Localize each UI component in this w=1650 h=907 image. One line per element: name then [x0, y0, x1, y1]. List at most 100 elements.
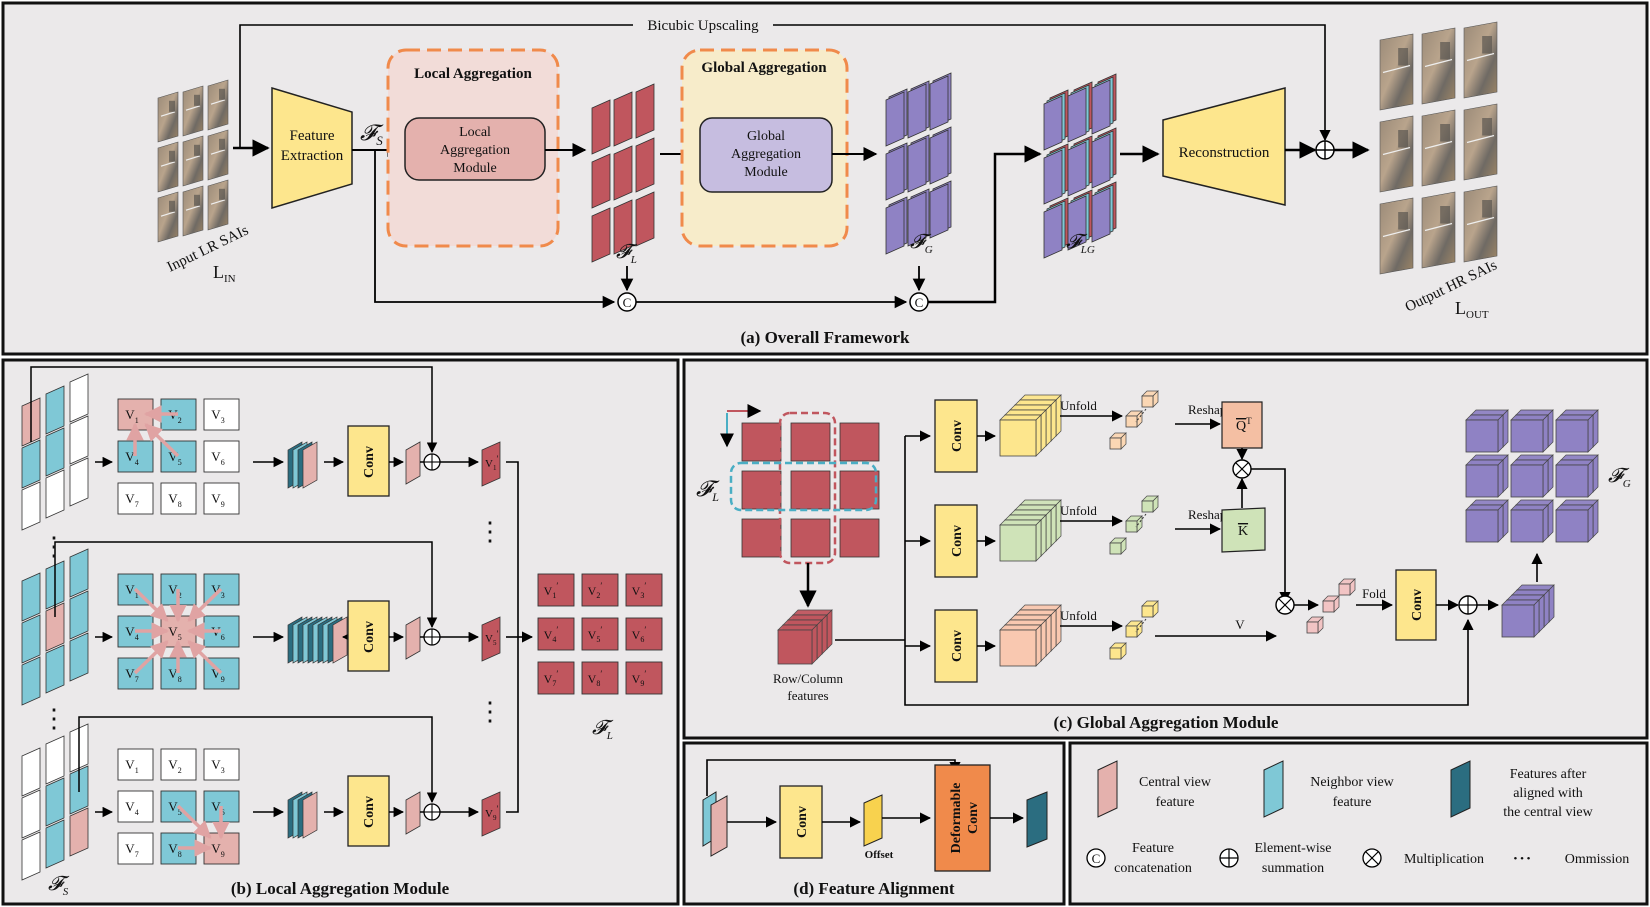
view-feature [69, 373, 89, 423]
overall-title: (a) Overall Framework [741, 328, 911, 347]
legend-aligned-icon [1450, 760, 1471, 818]
gfl-tile [790, 422, 831, 462]
svg-text:the central view: the central view [1503, 805, 1593, 820]
legend-sum-icon [1219, 848, 1239, 868]
reconstruction-label: Reconstruction [1179, 145, 1270, 161]
svg-text:Local: Local [459, 125, 491, 140]
branch-feature-cube [999, 524, 1037, 562]
legend-mult-icon [1362, 848, 1382, 868]
unfold-cube [1109, 437, 1122, 450]
local-output-feature [481, 791, 501, 837]
view-feature [45, 602, 65, 652]
fl-tile [635, 137, 655, 193]
svg-text:Conv: Conv [966, 802, 981, 834]
svg-text:Conv: Conv [362, 446, 377, 478]
local-output-cell [537, 661, 575, 695]
gfg-tile [1465, 509, 1499, 543]
input-view [207, 79, 229, 131]
unfold-cube [1125, 625, 1138, 638]
local-conv [347, 425, 390, 497]
svg-text:V: V [1235, 617, 1245, 632]
global-final-conv [1395, 569, 1437, 641]
unfold-cube [1125, 520, 1138, 533]
svg-text:C: C [1092, 851, 1101, 866]
view-cell [203, 748, 240, 781]
svg-text:Reshape: Reshape [1188, 507, 1232, 522]
fl-tile [591, 99, 611, 155]
flg-tile [1043, 149, 1063, 205]
legend-concat-icon: C [1086, 848, 1106, 868]
view-cell-label: V5 [168, 799, 181, 817]
fl-tile [613, 145, 633, 201]
fg-tile [907, 191, 927, 247]
svg-text:Conv: Conv [1410, 589, 1425, 621]
global-out-stack [1501, 584, 1555, 638]
svg-text:⋮: ⋮ [41, 704, 67, 733]
view-cell-label: V2 [168, 757, 181, 775]
input-lr-sais [157, 79, 229, 243]
view-cell [117, 832, 154, 865]
global-fg-grid [1465, 409, 1599, 543]
svg-text:Conv: Conv [362, 796, 377, 828]
svg-text:V3′: V3′ [632, 581, 647, 600]
svg-text:Central view: Central view [1139, 775, 1212, 790]
gfl-tile [839, 422, 880, 462]
svg-text:Conv: Conv [950, 630, 965, 662]
view-feature [21, 831, 41, 881]
fl-feature-grid [591, 83, 655, 263]
panel-global-aggregation: 𝓕L Row/Column features ConvUnfoldConvUnf… [682, 358, 1649, 740]
svg-text:Row/Column: Row/Column [773, 671, 844, 686]
view-cell-label: V7 [125, 841, 138, 859]
gfg-tile [1510, 464, 1544, 498]
gfl-tile [839, 470, 880, 510]
fg-tile [885, 91, 905, 147]
svg-text:Reshape: Reshape [1188, 402, 1232, 417]
unfold-cube [1141, 500, 1154, 513]
flg-tile [1043, 95, 1063, 151]
view-cell-label: V1 [125, 757, 138, 775]
svg-text:⋮: ⋮ [477, 517, 503, 546]
input-symbol: LIN [213, 262, 236, 285]
view-cell [117, 748, 154, 781]
global-aggregation-title: Global Aggregation [701, 60, 827, 76]
svg-text:Unfold: Unfold [1060, 503, 1097, 518]
input-view [182, 135, 204, 187]
view-cell-label: V9 [211, 491, 224, 509]
local-output-cell [581, 661, 619, 695]
svg-text:C: C [623, 295, 632, 310]
svg-text:⋮: ⋮ [477, 697, 503, 726]
view-feature [21, 747, 41, 797]
gfl-tile [839, 518, 880, 558]
view-cell-label: V4 [125, 799, 138, 817]
multiply-node-2 [1275, 595, 1295, 615]
svg-text:feature: feature [1333, 795, 1372, 810]
fl-tile [635, 191, 655, 247]
att-cube [1322, 600, 1335, 613]
view-cell-label: V9 [211, 666, 224, 684]
local-output-cell [625, 573, 663, 607]
view-cell-label: V3 [211, 757, 224, 775]
flg-tile [1067, 141, 1087, 197]
align-conv [779, 785, 823, 859]
view-feature [69, 590, 89, 640]
gfg-tile [1510, 419, 1544, 453]
view-feature [45, 385, 65, 435]
view-cell-label: V4 [125, 624, 138, 642]
local-output-feature [481, 616, 501, 662]
svg-text:Unfold: Unfold [1060, 608, 1097, 623]
svg-text:V2′: V2′ [588, 581, 603, 600]
fl-tile [613, 91, 633, 147]
multiply-node-1 [1232, 459, 1252, 479]
view-cell-label: V7 [125, 666, 138, 684]
legend-panel: Central view feature Neighbor view featu… [1068, 741, 1649, 906]
offset-block [863, 794, 883, 847]
svg-text:V4′: V4′ [544, 625, 559, 644]
legend-dots-icon: • • • [1513, 853, 1530, 865]
svg-text:V9′: V9′ [485, 804, 498, 822]
unfold-cube [1125, 415, 1138, 428]
row-column-features [777, 609, 833, 665]
svg-text:Unfold: Unfold [1060, 398, 1097, 413]
svg-text:Conv: Conv [795, 806, 810, 838]
fg-tile [885, 199, 905, 255]
fg-tile [929, 75, 949, 131]
